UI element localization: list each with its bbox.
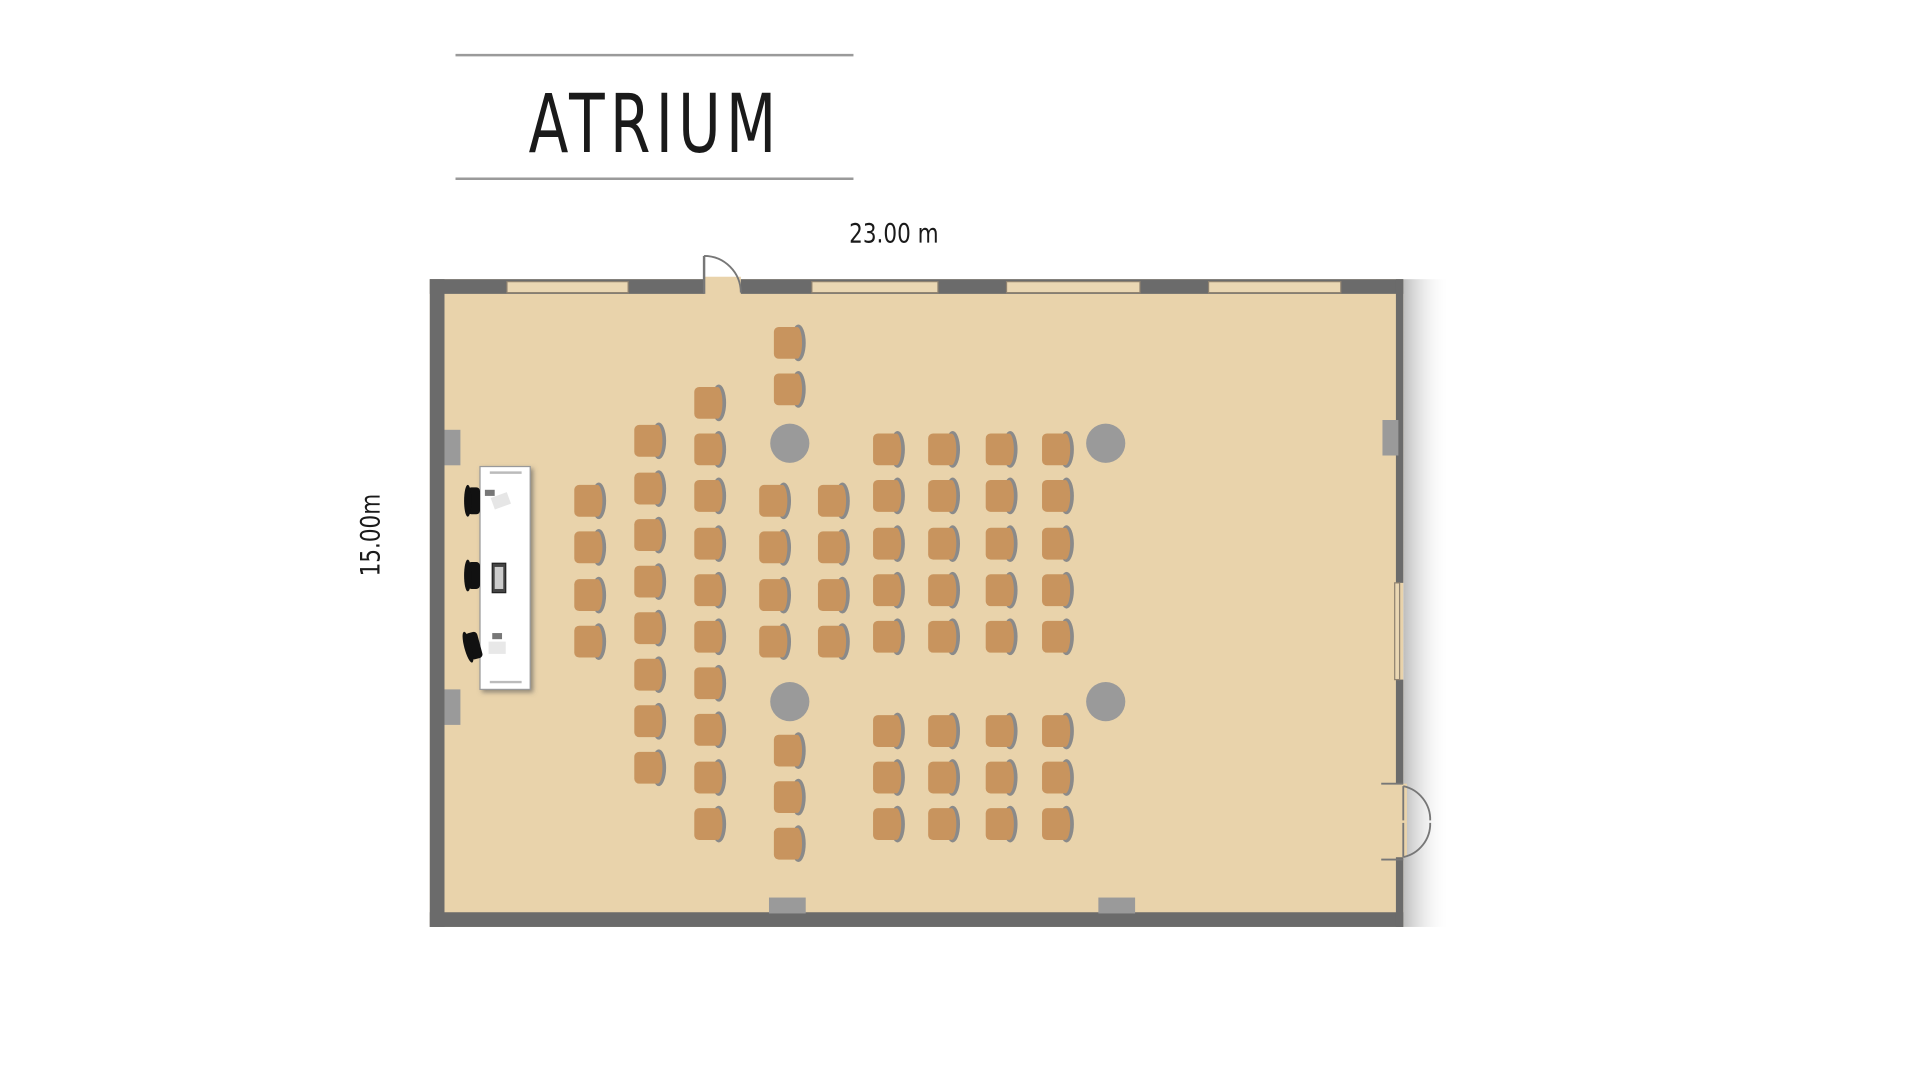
chair: [928, 431, 960, 468]
top-door: [702, 255, 742, 297]
chair: [694, 618, 727, 656]
chair: [873, 571, 905, 609]
chair: [985, 805, 1018, 843]
chair: [873, 477, 905, 515]
width-dimension-label: 23.00 m: [849, 217, 938, 249]
chair: [634, 422, 667, 460]
chair: [985, 477, 1018, 515]
speaker-chair: [464, 484, 480, 517]
chair: [985, 431, 1018, 468]
chair: [985, 712, 1018, 750]
chair: [773, 371, 806, 408]
height-dimension-label: 15.00m: [354, 494, 386, 577]
chair: [1042, 618, 1074, 656]
papers-icon: [492, 633, 503, 640]
papers-icon: [490, 492, 511, 510]
chair: [759, 576, 792, 614]
chair: [694, 759, 727, 796]
chair: [759, 528, 792, 566]
chair: [694, 525, 727, 563]
chair: [574, 528, 607, 566]
chair: [928, 805, 960, 843]
chair: [634, 749, 667, 787]
speaker-chair: [464, 559, 480, 592]
chair: [817, 528, 850, 566]
papers-icon: [488, 641, 506, 654]
audience-seating: [574, 324, 1074, 863]
page-title: ATRIUM: [529, 77, 782, 171]
chair: [817, 576, 850, 614]
chair: [694, 664, 727, 702]
chair: [694, 477, 727, 515]
chair: [694, 805, 727, 843]
chair: [694, 431, 727, 468]
chair: [1042, 759, 1074, 796]
column-pillar: [770, 423, 810, 463]
chair: [928, 571, 960, 609]
chair: [574, 482, 607, 520]
chair: [773, 732, 806, 769]
column-pillar: [1086, 682, 1126, 722]
chair: [817, 482, 850, 520]
exterior-shadow: [1403, 279, 1450, 927]
chair: [759, 623, 792, 660]
column-pillar: [1086, 423, 1126, 463]
chair: [634, 609, 667, 647]
chair: [985, 759, 1018, 796]
chair: [634, 470, 667, 507]
wall-pillars: [444, 420, 1399, 914]
chair: [873, 805, 905, 843]
chair: [1042, 571, 1074, 609]
papers-icon: [484, 489, 495, 496]
chair: [985, 525, 1018, 563]
chair: [574, 576, 607, 614]
chair: [928, 712, 960, 750]
chair: [873, 712, 905, 750]
chair: [1042, 712, 1074, 750]
chair: [928, 759, 960, 796]
chair: [574, 623, 607, 660]
chair: [773, 778, 806, 816]
chair: [873, 431, 905, 468]
chair: [1042, 431, 1074, 468]
columns: [770, 423, 1126, 722]
chair: [759, 482, 792, 520]
chair: [985, 571, 1018, 609]
speaker-chair: [462, 631, 483, 663]
chair: [1042, 477, 1074, 515]
chair: [873, 759, 905, 796]
chair: [634, 563, 667, 600]
chair: [985, 618, 1018, 656]
chair: [634, 516, 667, 554]
windows: [506, 281, 1401, 681]
chair: [634, 702, 667, 740]
chair: [873, 525, 905, 563]
chair: [873, 618, 905, 656]
chair: [773, 825, 806, 863]
chair: [1042, 805, 1074, 843]
chair: [928, 618, 960, 656]
head-table: [479, 465, 531, 690]
speaker-chairs: [462, 484, 483, 663]
right-double-door: [1381, 782, 1432, 861]
chair: [817, 623, 850, 660]
chair: [634, 656, 667, 694]
chair: [928, 477, 960, 515]
chair: [1042, 525, 1074, 563]
column-pillar: [770, 682, 810, 722]
chair: [773, 324, 806, 362]
chair: [694, 571, 727, 609]
chair: [694, 384, 727, 422]
chair: [694, 711, 727, 749]
chair: [928, 525, 960, 563]
